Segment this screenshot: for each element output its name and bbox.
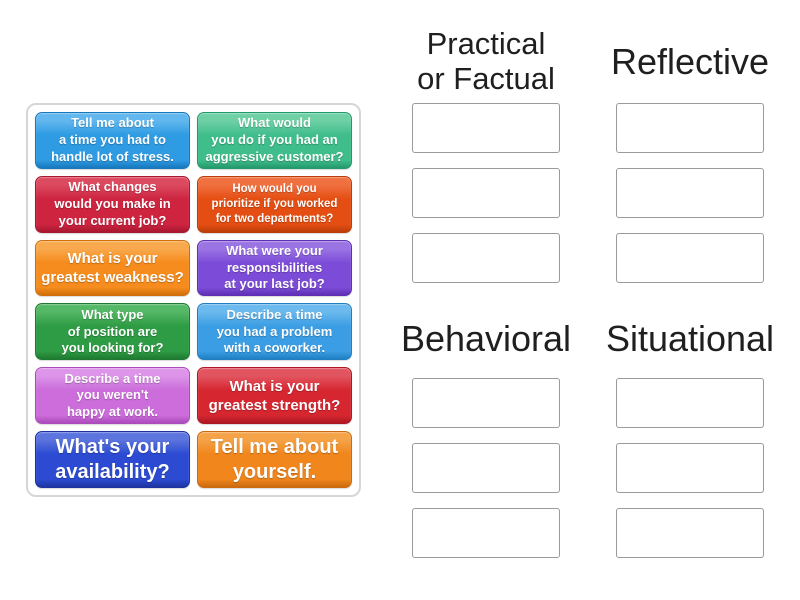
draggable-card[interactable]: What is your greatest weakness? (35, 239, 190, 297)
draggable-card[interactable]: What were your responsibilities at your … (197, 239, 352, 297)
draggable-card[interactable]: Tell me about a time you had to handle l… (35, 112, 190, 169)
group-practical-or-factual: Practical or Factual (400, 20, 572, 298)
drop-slot[interactable] (616, 378, 764, 428)
drop-slot[interactable] (412, 378, 560, 428)
card-text: Tell me about a time you had to handle l… (51, 115, 174, 164)
card-text: What were your responsibilities at your … (224, 243, 325, 292)
draggable-card[interactable]: Describe a time you had a problem with a… (197, 303, 352, 361)
drop-slot[interactable] (616, 103, 764, 153)
group-title: Situational (605, 318, 775, 360)
drop-slot[interactable] (616, 443, 764, 493)
group-behavioral: Behavioral (400, 300, 572, 573)
draggable-card[interactable]: What type of position are you looking fo… (35, 303, 190, 361)
card-tray: Tell me about a time you had to handle l… (26, 103, 361, 497)
card-text: Describe a time you weren't happy at wor… (64, 370, 161, 420)
drop-slot[interactable] (616, 233, 764, 283)
drop-slot[interactable] (412, 443, 560, 493)
draggable-card[interactable]: What would you do if you had an aggressi… (197, 112, 352, 169)
group-situational: Situational (604, 300, 776, 573)
draggable-card[interactable]: How would you prioritize if you worked f… (197, 175, 352, 233)
card-text: Tell me about yourself. (210, 436, 339, 483)
drop-slot[interactable] (412, 233, 560, 283)
draggable-card[interactable]: Tell me about yourself. (197, 431, 352, 488)
draggable-card[interactable]: Describe a time you weren't happy at wor… (35, 367, 190, 425)
group-reflective: Reflective (604, 20, 776, 298)
drop-slot[interactable] (616, 508, 764, 558)
group-title: Reflective (610, 40, 770, 82)
card-text: What is your greatest strength? (208, 377, 341, 414)
draggable-card[interactable]: What is your greatest strength? (197, 367, 352, 425)
card-text: What type of position are you looking fo… (61, 306, 164, 356)
drop-slot[interactable] (412, 508, 560, 558)
card-text: What changes would you make in your curr… (54, 179, 171, 228)
card-text: What is your greatest weakness? (41, 249, 184, 287)
drop-slot[interactable] (412, 168, 560, 218)
group-title: Behavioral (400, 318, 572, 360)
drop-slot[interactable] (412, 103, 560, 153)
group-title: Practical or Factual (417, 26, 555, 96)
card-text: What would you do if you had an aggressi… (205, 115, 344, 164)
drop-slot[interactable] (616, 168, 764, 218)
card-text: What's your availability? (55, 436, 170, 483)
draggable-card[interactable]: What changes would you make in your curr… (35, 175, 190, 233)
card-text: Describe a time you had a problem with a… (216, 306, 333, 356)
card-text: How would you prioritize if you worked f… (211, 183, 338, 225)
draggable-card[interactable]: What's your availability? (35, 431, 190, 488)
